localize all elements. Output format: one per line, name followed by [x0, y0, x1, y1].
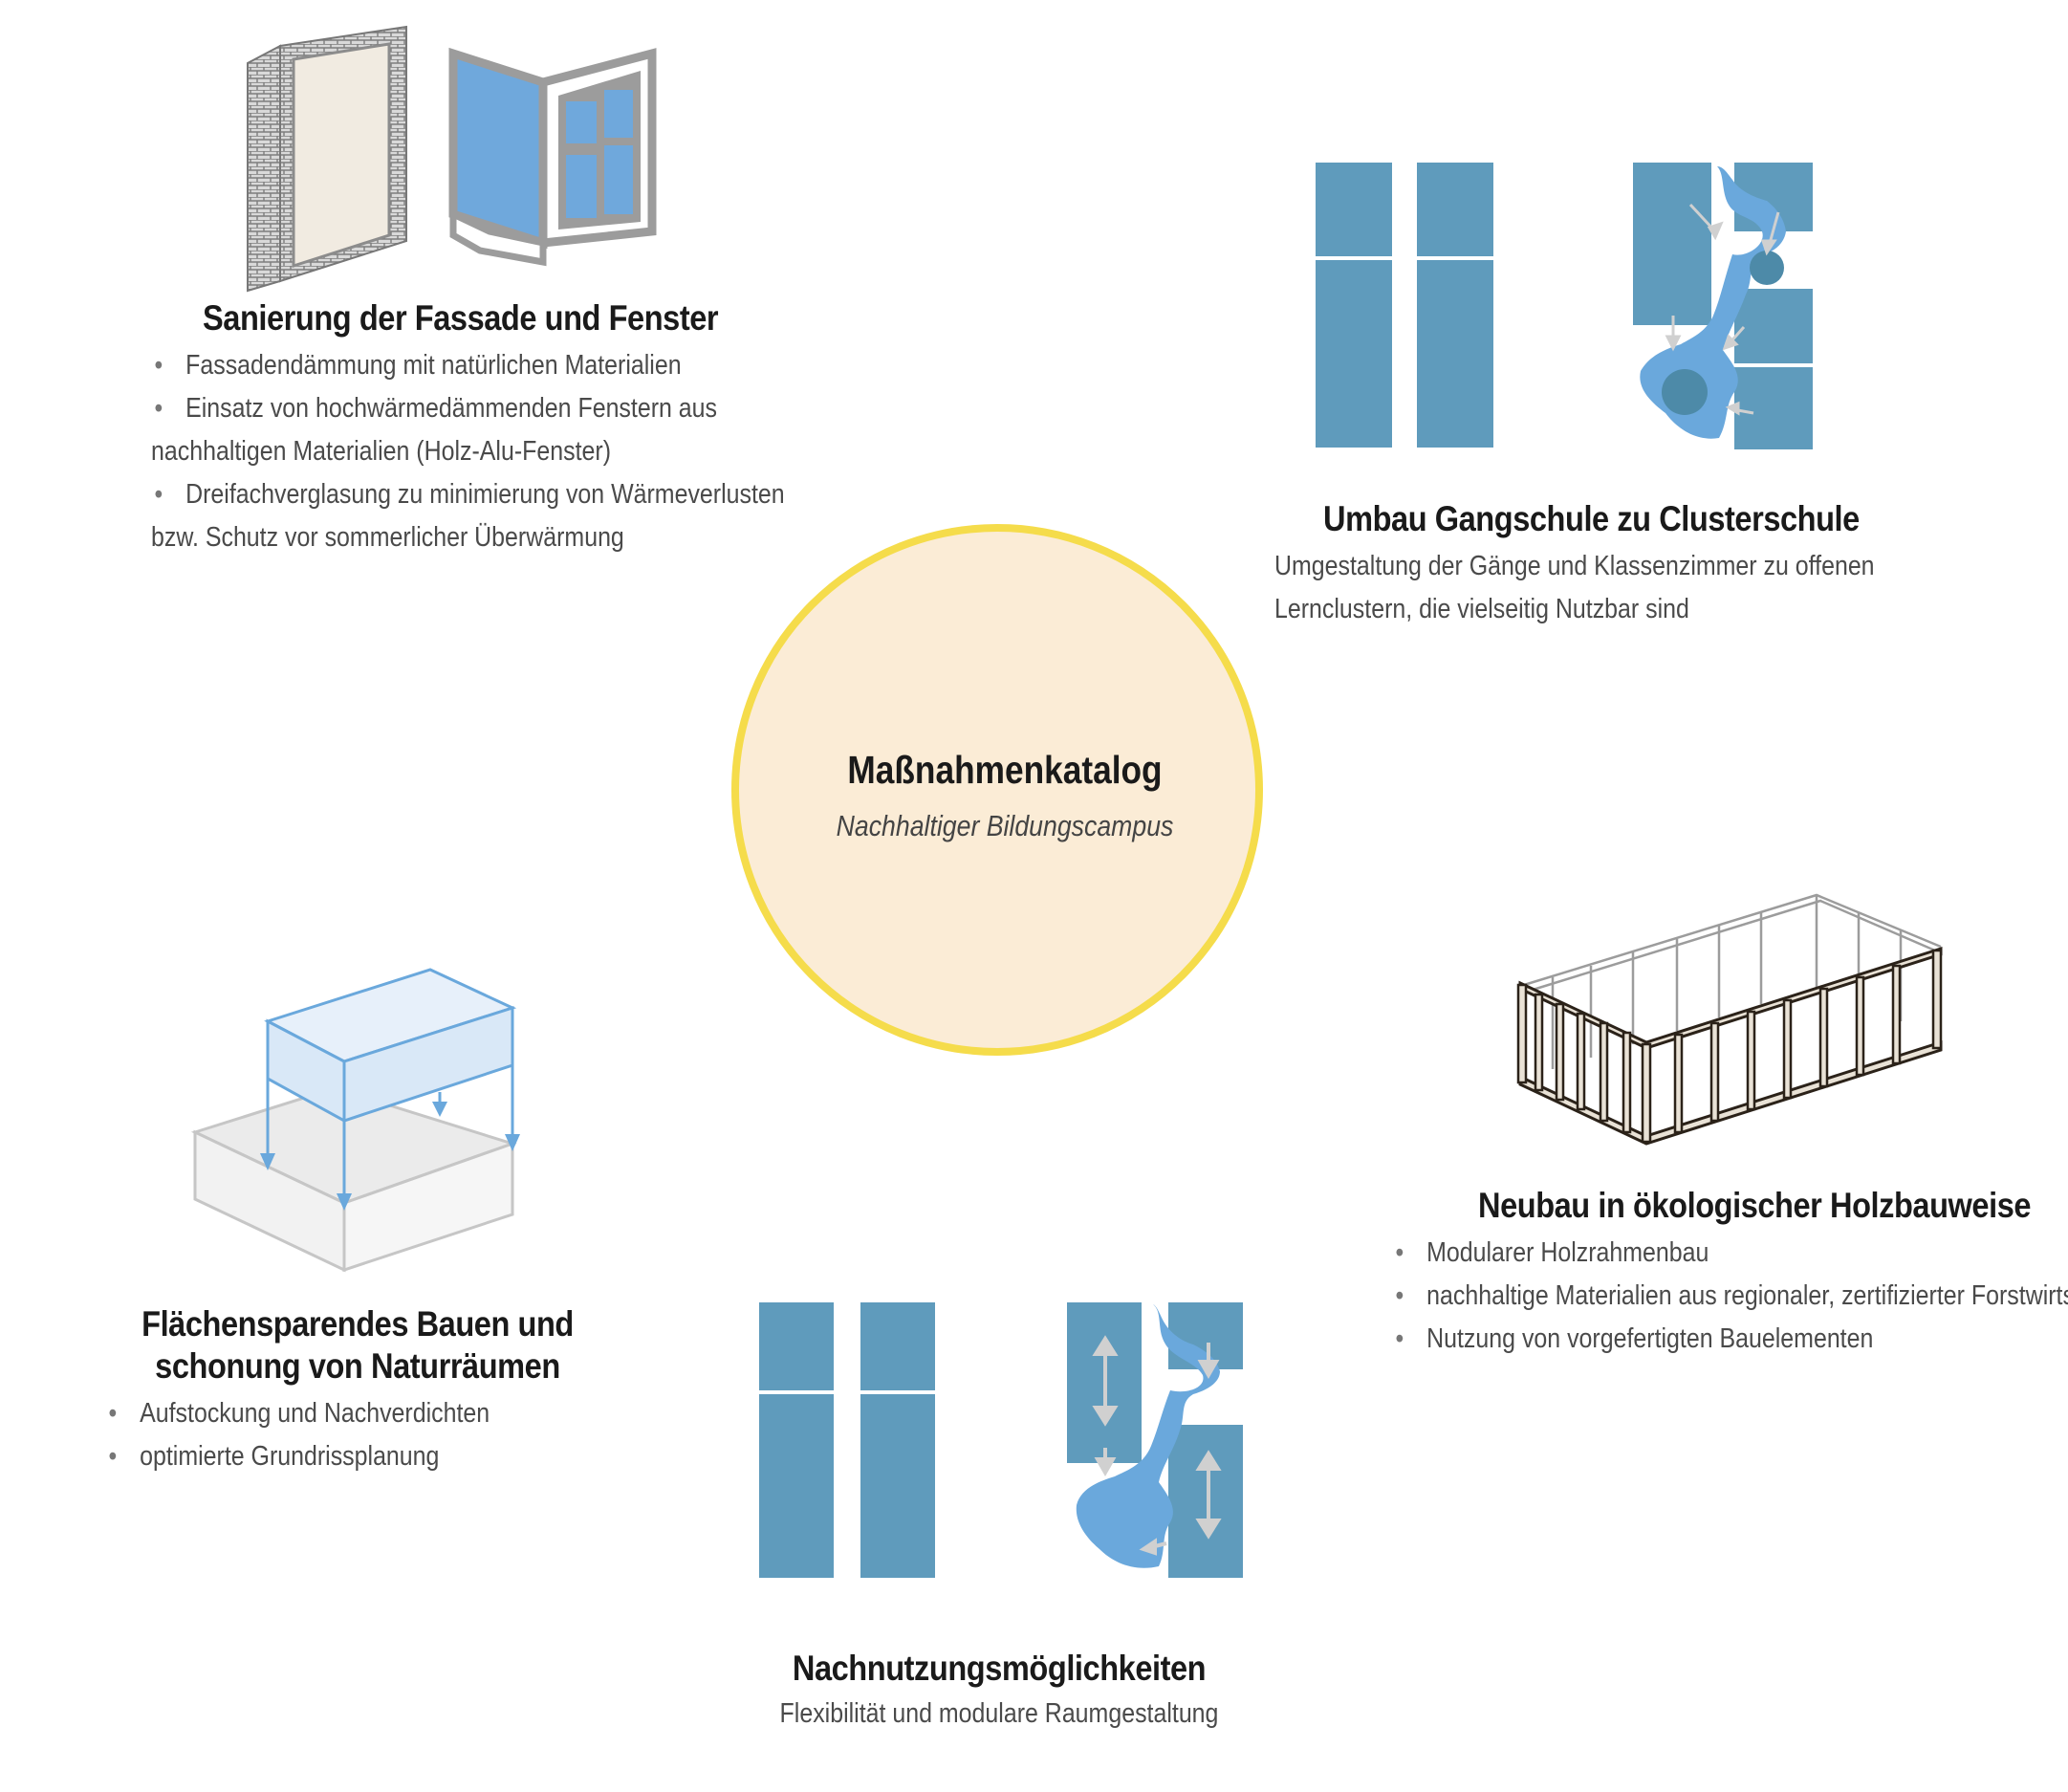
- space-title-1: Flächensparendes Bauen und: [141, 1304, 574, 1344]
- hub-subtitle: Nachhaltiger Bildungscampus: [836, 809, 1174, 842]
- facade-list: Fassadendämmung mit natürlichen Material…: [151, 344, 785, 559]
- timber-list: Modularer Holzrahmenbau nachhaltige Mate…: [1392, 1232, 2068, 1361]
- space-title-2: schonung von Naturräumen: [155, 1346, 560, 1386]
- corridor-school-icon: [1316, 163, 1493, 448]
- cluster-title: Umbau Gangschule zu Clusterschule: [1323, 499, 1860, 538]
- cluster-line-1: Umgestaltung der Gänge und Klassenzimmer…: [1274, 551, 1875, 581]
- cluster-school-icon: [1633, 163, 1813, 449]
- reuse-cluster-icon: [1067, 1302, 1243, 1578]
- facade-title: Sanierung der Fassade und Fenster: [203, 298, 719, 338]
- facade-bullet-3: Dreifachverglasung zu minimierung von Wä…: [151, 473, 784, 516]
- stacking-building-icon: [190, 968, 520, 1273]
- facade-bullet-2: Einsatz von hochwärmedämmenden Fenstern …: [151, 387, 785, 430]
- timber-bullet-1: Modularer Holzrahmenbau: [1392, 1232, 2068, 1275]
- window-icon: [448, 47, 657, 267]
- timber-frame-icon: [1516, 893, 1943, 1146]
- timber-title: Neubau in ökologischer Holzbauweise: [1478, 1186, 2032, 1225]
- cluster-text: Umgestaltung der Gänge und Klassenzimmer…: [1274, 545, 1875, 631]
- cluster-line-2: Lernclustern, die vielseitig Nutzbar sin…: [1274, 594, 1689, 624]
- center-hub: Maßnahmenkatalog Nachhaltiger Bildungsca…: [731, 524, 1263, 1056]
- space-list: Aufstockung und Nachverdichten optimiert…: [105, 1392, 490, 1478]
- space-bullet-1: Aufstockung und Nachverdichten: [105, 1392, 490, 1435]
- timber-bullet-3: Nutzung von vorgefertigten Bauelementen: [1392, 1318, 2068, 1361]
- hub-title: Maßnahmenkatalog: [847, 748, 1163, 792]
- reuse-rooms-icon: [759, 1302, 935, 1578]
- space-bullet-2: optimierte Grundrissplanung: [105, 1435, 490, 1478]
- reuse-subtitle: Flexibilität und modulare Raumgestaltung: [779, 1698, 1219, 1729]
- facade-insulation-icon: [247, 25, 407, 293]
- reuse-title: Nachnutzungsmöglichkeiten: [792, 1649, 1207, 1688]
- facade-bullet-2-cont: nachhaltigen Materialien (Holz-Alu-Fenst…: [151, 436, 612, 467]
- facade-bullet-3-cont: bzw. Schutz vor sommerlicher Überwärmung: [151, 522, 624, 553]
- facade-bullet-1: Fassadendämmung mit natürlichen Material…: [151, 344, 785, 387]
- timber-bullet-2: nachhaltige Materialien aus regionaler, …: [1392, 1275, 2068, 1318]
